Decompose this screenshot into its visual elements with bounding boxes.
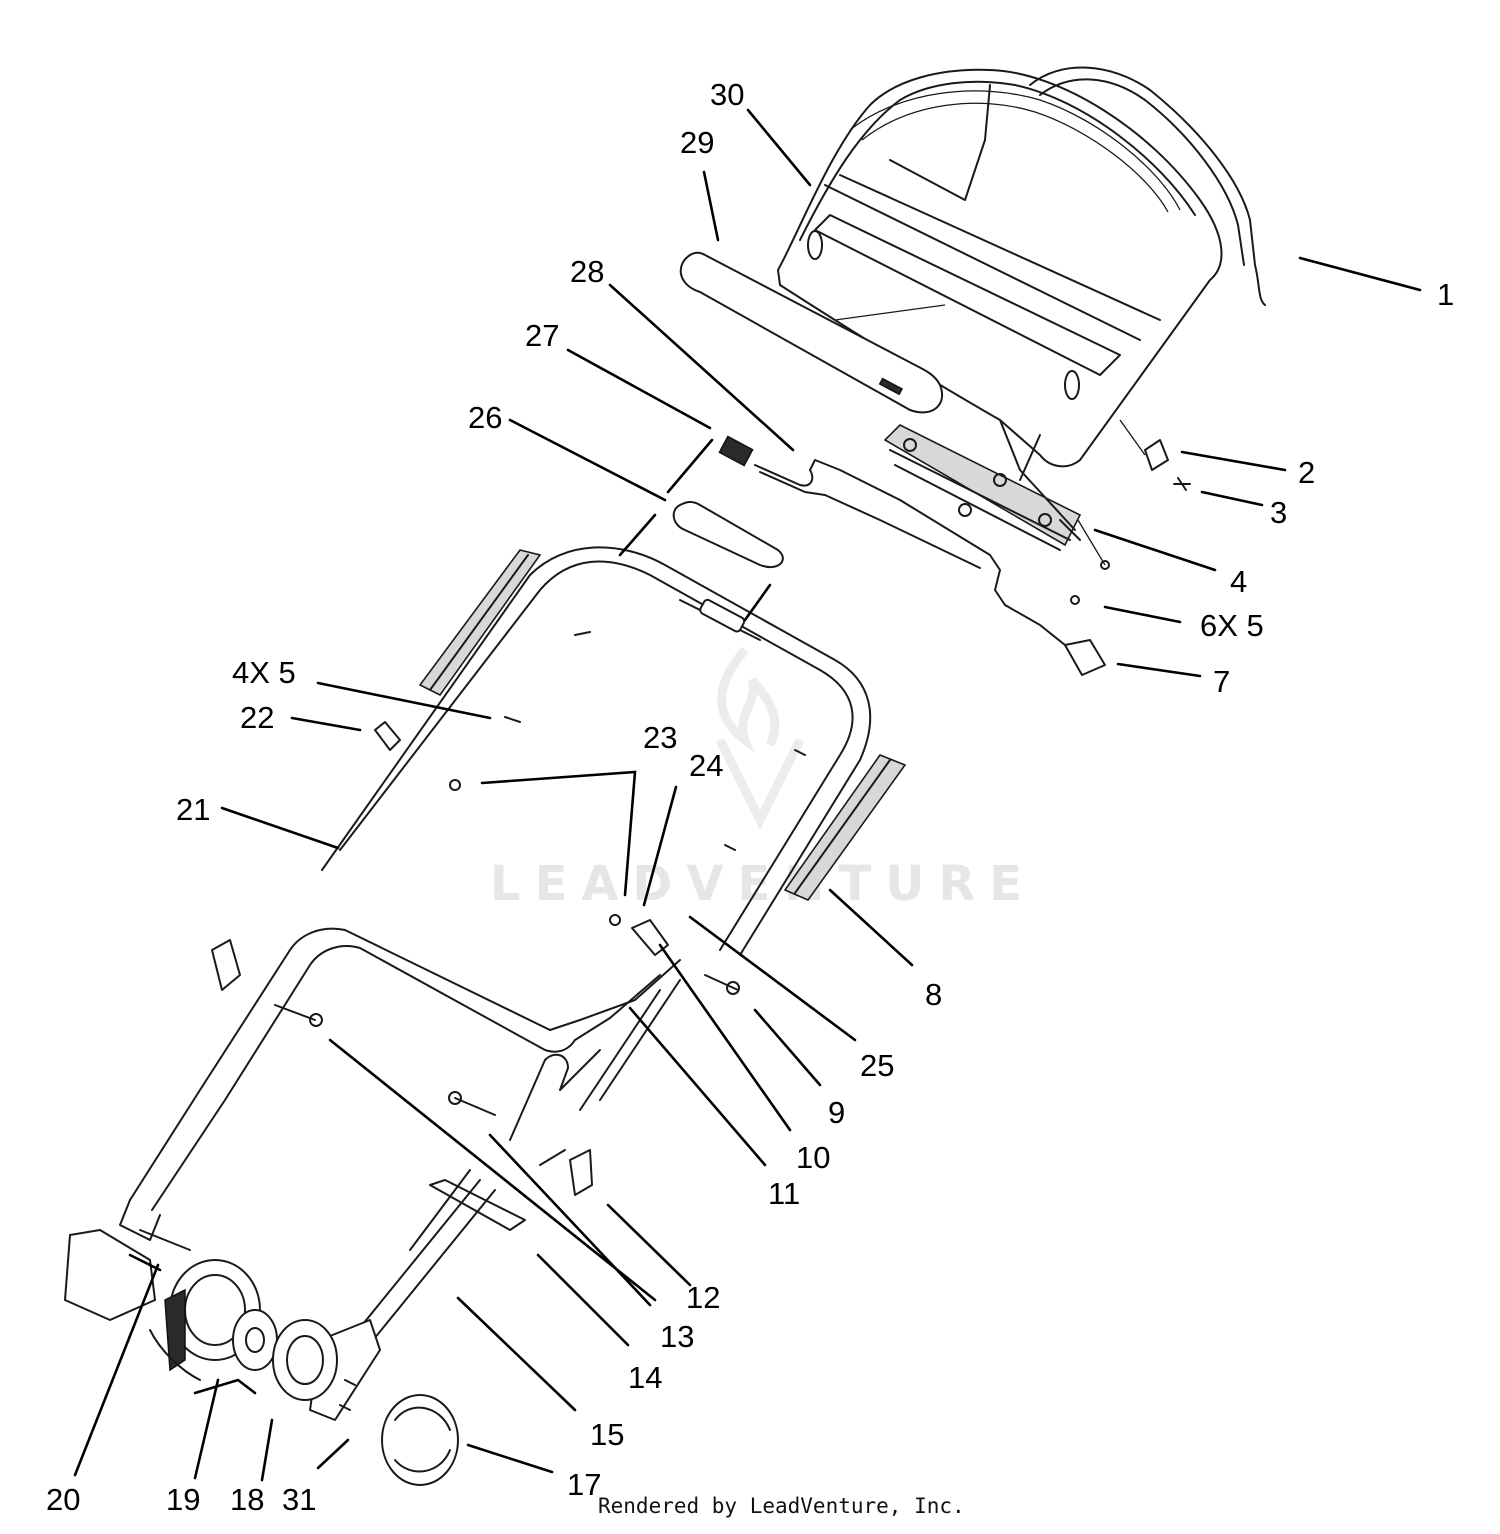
washer — [232, 1309, 278, 1371]
callout-23: 23 — [643, 720, 677, 755]
callout-8: 8 — [925, 977, 942, 1012]
leader-lines — [73, 108, 1422, 1482]
leader-25 — [688, 915, 857, 1042]
callout-13: 13 — [660, 1319, 694, 1354]
callout-29: 29 — [680, 125, 714, 160]
leader-3 — [1200, 490, 1264, 507]
leader-27 — [566, 348, 712, 430]
bolt-13a — [274, 1004, 316, 1021]
leader-19-split — [193, 1378, 257, 1395]
lower-leg — [309, 1179, 496, 1421]
leader-9 — [753, 1008, 822, 1087]
cable-assembly — [718, 435, 1006, 606]
leader-1 — [1298, 256, 1422, 292]
leader-4x5 — [316, 681, 492, 720]
deck-bracket — [64, 1229, 191, 1321]
bracket-leader-line — [1119, 419, 1146, 456]
leader-26c — [743, 583, 772, 622]
leader-23 — [480, 770, 637, 897]
callout-labels: 1 2 3 4 6X 5 7 8 9 10 11 12 13 14 15 17 … — [46, 77, 1454, 1517]
callout-21: 21 — [176, 792, 210, 827]
wheel-cap — [339, 1379, 459, 1486]
leader-30 — [746, 108, 812, 187]
bail-lever — [883, 419, 1082, 551]
callout-30: 30 — [710, 77, 744, 112]
leader-8 — [828, 888, 914, 967]
callout-22: 22 — [240, 700, 274, 735]
leader-21 — [220, 806, 340, 850]
leader-13b — [488, 1133, 652, 1307]
cable-connector — [1004, 604, 1106, 676]
parts-drawing — [64, 66, 1266, 1486]
leader-28 — [608, 283, 795, 452]
leader-20 — [73, 1263, 160, 1477]
bolt-12 — [539, 1149, 566, 1166]
callout-20: 20 — [46, 1482, 80, 1517]
leader-17 — [466, 1443, 554, 1474]
control-housing — [777, 66, 1266, 481]
leader-10 — [658, 943, 792, 1132]
callout-7: 7 — [1213, 664, 1230, 699]
handle-hardware — [374, 631, 806, 995]
handle-rails — [418, 549, 907, 901]
upper-handle — [321, 546, 872, 956]
callout-15: 15 — [590, 1417, 624, 1452]
bolt-13b — [454, 1097, 496, 1116]
leader-24 — [642, 785, 678, 907]
callout-28: 28 — [570, 254, 604, 289]
callout-14: 14 — [628, 1360, 662, 1395]
callout-3: 3 — [1270, 495, 1287, 530]
leader-22 — [290, 716, 362, 732]
callout-4: 4 — [1230, 564, 1247, 599]
callout-25: 25 — [860, 1048, 894, 1083]
leader-31 — [316, 1438, 350, 1470]
foam-tube — [672, 501, 784, 569]
leader-13a — [328, 1038, 657, 1302]
callout-6x5: 6X 5 — [1200, 608, 1264, 643]
drive-cap — [272, 1319, 338, 1401]
callout-9: 9 — [828, 1095, 845, 1130]
leader-7 — [1116, 662, 1202, 678]
leader-26 — [508, 418, 667, 502]
height-bracket — [409, 1169, 526, 1251]
watermark: LEADVENTURE — [490, 647, 1036, 912]
bracket-screw — [1173, 477, 1191, 491]
leader-18 — [260, 1418, 274, 1482]
leader-15 — [456, 1296, 577, 1412]
callout-31: 31 — [282, 1482, 316, 1517]
render-credit: Rendered by LeadVenture, Inc. — [598, 1494, 965, 1518]
lower-handle — [119, 927, 681, 1241]
bracket — [1144, 439, 1169, 471]
callout-2: 2 — [1298, 455, 1315, 490]
foam-grip — [679, 251, 946, 414]
leader-4 — [1093, 528, 1217, 572]
callout-4x5: 4X 5 — [232, 655, 296, 690]
leader-12 — [606, 1203, 692, 1287]
callout-12: 12 — [686, 1280, 720, 1315]
leader-27b — [666, 438, 714, 494]
watermark-flame-logo — [715, 647, 805, 831]
leader-14 — [536, 1253, 630, 1347]
callout-18: 18 — [230, 1482, 264, 1517]
leader-26b — [618, 513, 657, 557]
screws-6x — [1070, 519, 1110, 605]
callout-27: 27 — [525, 318, 559, 353]
leader-19 — [193, 1378, 220, 1480]
callout-10: 10 — [796, 1140, 830, 1175]
leader-29 — [702, 170, 720, 242]
callout-24: 24 — [689, 748, 723, 783]
callout-26: 26 — [468, 400, 502, 435]
callout-19: 19 — [166, 1482, 200, 1517]
callout-11: 11 — [768, 1176, 800, 1211]
callout-17: 17 — [567, 1467, 601, 1502]
handle-knob-12 — [569, 1149, 593, 1196]
watermark-text: LEADVENTURE — [490, 856, 1036, 912]
leader-6 — [1103, 605, 1182, 624]
leader-20b — [128, 1253, 162, 1272]
callout-1: 1 — [1437, 277, 1454, 312]
handle-knob-left — [211, 939, 241, 991]
leader-2 — [1180, 450, 1287, 472]
leader-11 — [628, 1006, 767, 1167]
